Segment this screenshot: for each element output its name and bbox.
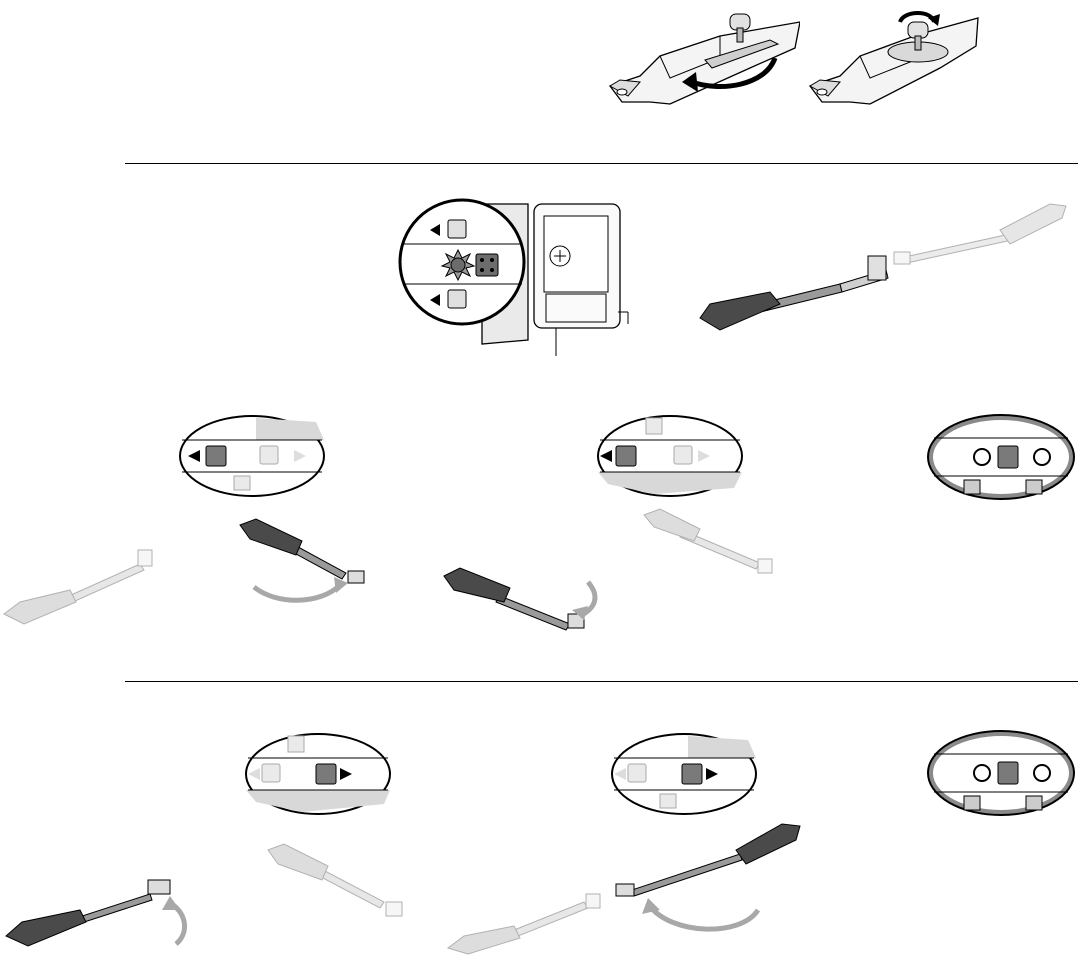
button-zoom-left-1 [176,410,328,502]
key-unlock-rotate-illustration [800,8,980,108]
motor-opening-1 [0,850,200,950]
motor-faded-left [0,540,160,630]
button-zoom-right-2 [608,728,760,820]
section-divider-1 [125,163,1078,164]
key-unlock-turn-illustration [600,8,800,108]
section-divider-2 [125,681,1078,682]
motor-faded-bottom [444,888,604,955]
flashing-led-icon [442,250,474,280]
motor-actuator-extended [690,186,1075,336]
motor-opening-2 [610,810,810,940]
motor-faded-right-1 [640,505,780,585]
motor-closing-2 [440,560,608,652]
button-zoom-stop-2 [924,726,1078,820]
button-zoom-right-1 [242,728,394,820]
motor-faded-left-2 [264,840,414,930]
control-box-with-button-zoom [396,196,636,362]
button-zoom-stop-1 [924,410,1078,504]
curved-arrow-icon [900,13,934,22]
motor-closing-1 [236,515,386,605]
button-zoom-left-2 [594,410,746,502]
